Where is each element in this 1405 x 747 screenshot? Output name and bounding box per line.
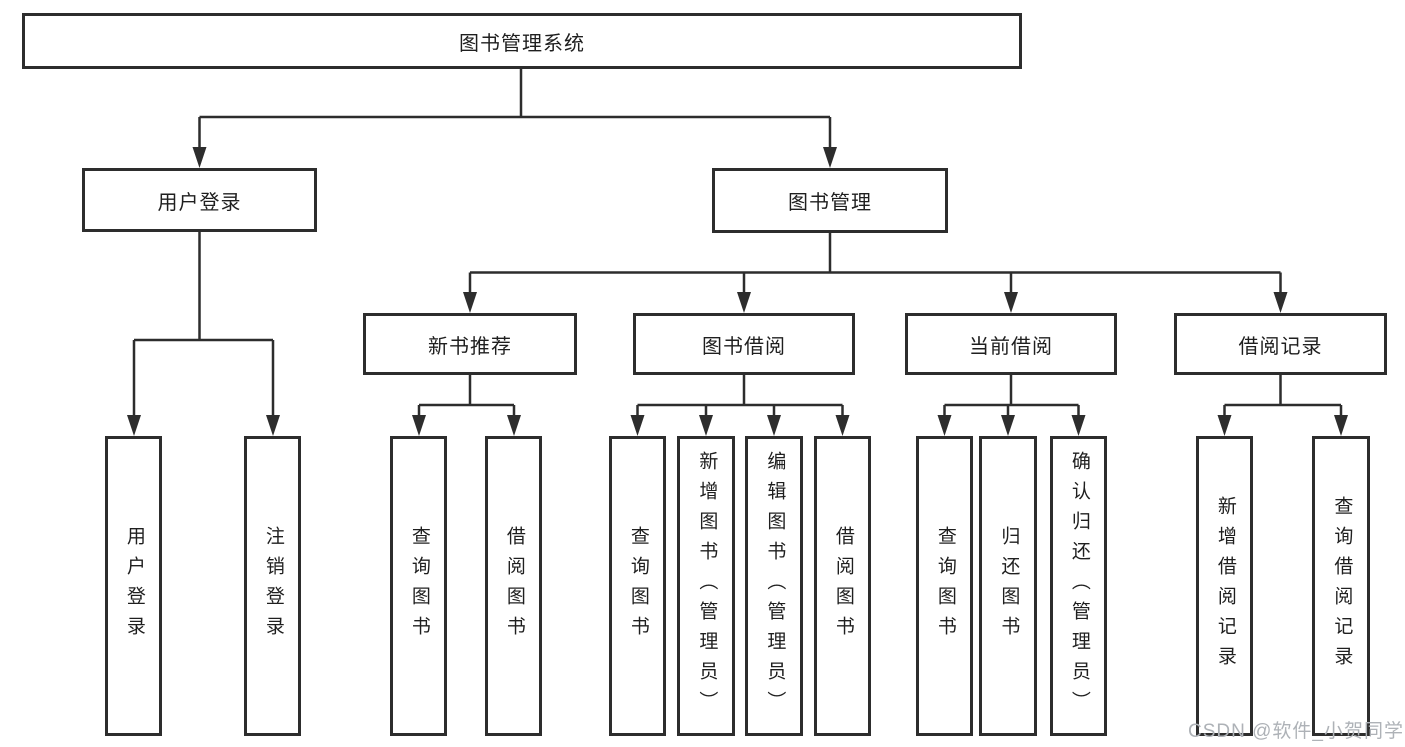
node-leaf-borrow-edit-admin: 编辑图书（管理员） xyxy=(745,436,803,736)
connector-management-to-level3 xyxy=(468,233,1282,292)
node-leaf-record-add: 新增借阅记录 xyxy=(1196,436,1253,736)
node-label: 查询图书 xyxy=(934,526,956,646)
node-leaf-record-query: 查询借阅记录 xyxy=(1312,436,1370,736)
node-label: 新增图书（管理员） xyxy=(696,451,718,721)
node-label: 注销登录 xyxy=(262,526,284,646)
arrowhead xyxy=(1001,415,1015,436)
arrowhead xyxy=(507,415,521,436)
node-book-management: 图书管理 xyxy=(712,168,948,233)
node-leaf-user-login: 用户登录 xyxy=(105,436,162,736)
node-label: 新增借阅记录 xyxy=(1214,496,1236,676)
connector-borrow-to-leaves xyxy=(636,375,844,415)
node-leaf-borrow-add-admin: 新增图书（管理员） xyxy=(677,436,735,736)
connector-newbook-to-leaves xyxy=(417,375,516,415)
node-label: 借阅记录 xyxy=(1238,335,1323,358)
node-label: 图书管理系统 xyxy=(459,32,585,55)
node-label: 图书借阅 xyxy=(702,335,786,358)
node-label: 借阅图书 xyxy=(832,526,854,646)
node-label: 用户登录 xyxy=(123,526,145,646)
arrowhead xyxy=(767,415,781,436)
node-label: 查询图书 xyxy=(408,526,430,646)
node-leaf-current-query: 查询图书 xyxy=(916,436,973,736)
node-leaf-current-confirm-admin: 确认归还（管理员） xyxy=(1050,436,1107,736)
arrowhead xyxy=(1217,415,1232,436)
arrowhead xyxy=(699,415,713,436)
connector-record-to-leaves xyxy=(1223,375,1343,415)
node-label: 确认归还（管理员） xyxy=(1068,451,1090,721)
node-leaf-logout: 注销登录 xyxy=(244,436,301,736)
node-label: 图书管理 xyxy=(788,192,872,214)
node-leaf-newbook-query: 查询图书 xyxy=(390,436,447,736)
arrowhead xyxy=(412,415,426,436)
node-leaf-current-return: 归还图书 xyxy=(979,436,1037,736)
node-leaf-borrow-book: 借阅图书 xyxy=(814,436,871,736)
node-label: 借阅图书 xyxy=(503,526,525,646)
node-library-system-root: 图书管理系统 xyxy=(22,13,1022,69)
arrowhead xyxy=(630,415,645,436)
arrowhead xyxy=(127,415,141,436)
node-label: 查询图书 xyxy=(627,526,649,646)
node-new-book-recommend: 新书推荐 xyxy=(363,313,577,375)
node-user-login: 用户登录 xyxy=(82,168,317,232)
node-leaf-borrow-query: 查询图书 xyxy=(609,436,666,736)
arrowhead xyxy=(835,415,850,436)
node-label: 用户登录 xyxy=(157,191,242,214)
node-label: 新书推荐 xyxy=(428,335,512,358)
arrowhead xyxy=(463,292,477,313)
arrowhead xyxy=(266,415,280,436)
node-label: 当前借阅 xyxy=(969,335,1053,358)
arrowhead xyxy=(1071,415,1086,436)
connector-current-to-leaves xyxy=(943,375,1080,415)
arrowhead xyxy=(192,147,207,168)
node-borrow-record: 借阅记录 xyxy=(1174,313,1387,375)
arrowhead xyxy=(1004,292,1018,313)
connector-root-to-level2 xyxy=(198,69,832,147)
arrowhead xyxy=(1273,292,1288,313)
connector-login-to-leaves xyxy=(132,232,275,415)
arrowhead xyxy=(737,292,751,313)
watermark: CSDN @软件_小贺同学 xyxy=(1188,721,1404,742)
node-book-borrow: 图书借阅 xyxy=(633,313,855,375)
node-current-borrow: 当前借阅 xyxy=(905,313,1117,375)
arrowhead xyxy=(823,147,837,168)
node-leaf-newbook-borrow: 借阅图书 xyxy=(485,436,542,736)
node-label: 查询借阅记录 xyxy=(1331,496,1353,676)
node-label: 编辑图书（管理员） xyxy=(764,451,786,721)
arrowheads xyxy=(127,147,1348,436)
arrowhead xyxy=(937,415,952,436)
arrowhead xyxy=(1334,415,1348,436)
node-label: 归还图书 xyxy=(998,526,1020,646)
